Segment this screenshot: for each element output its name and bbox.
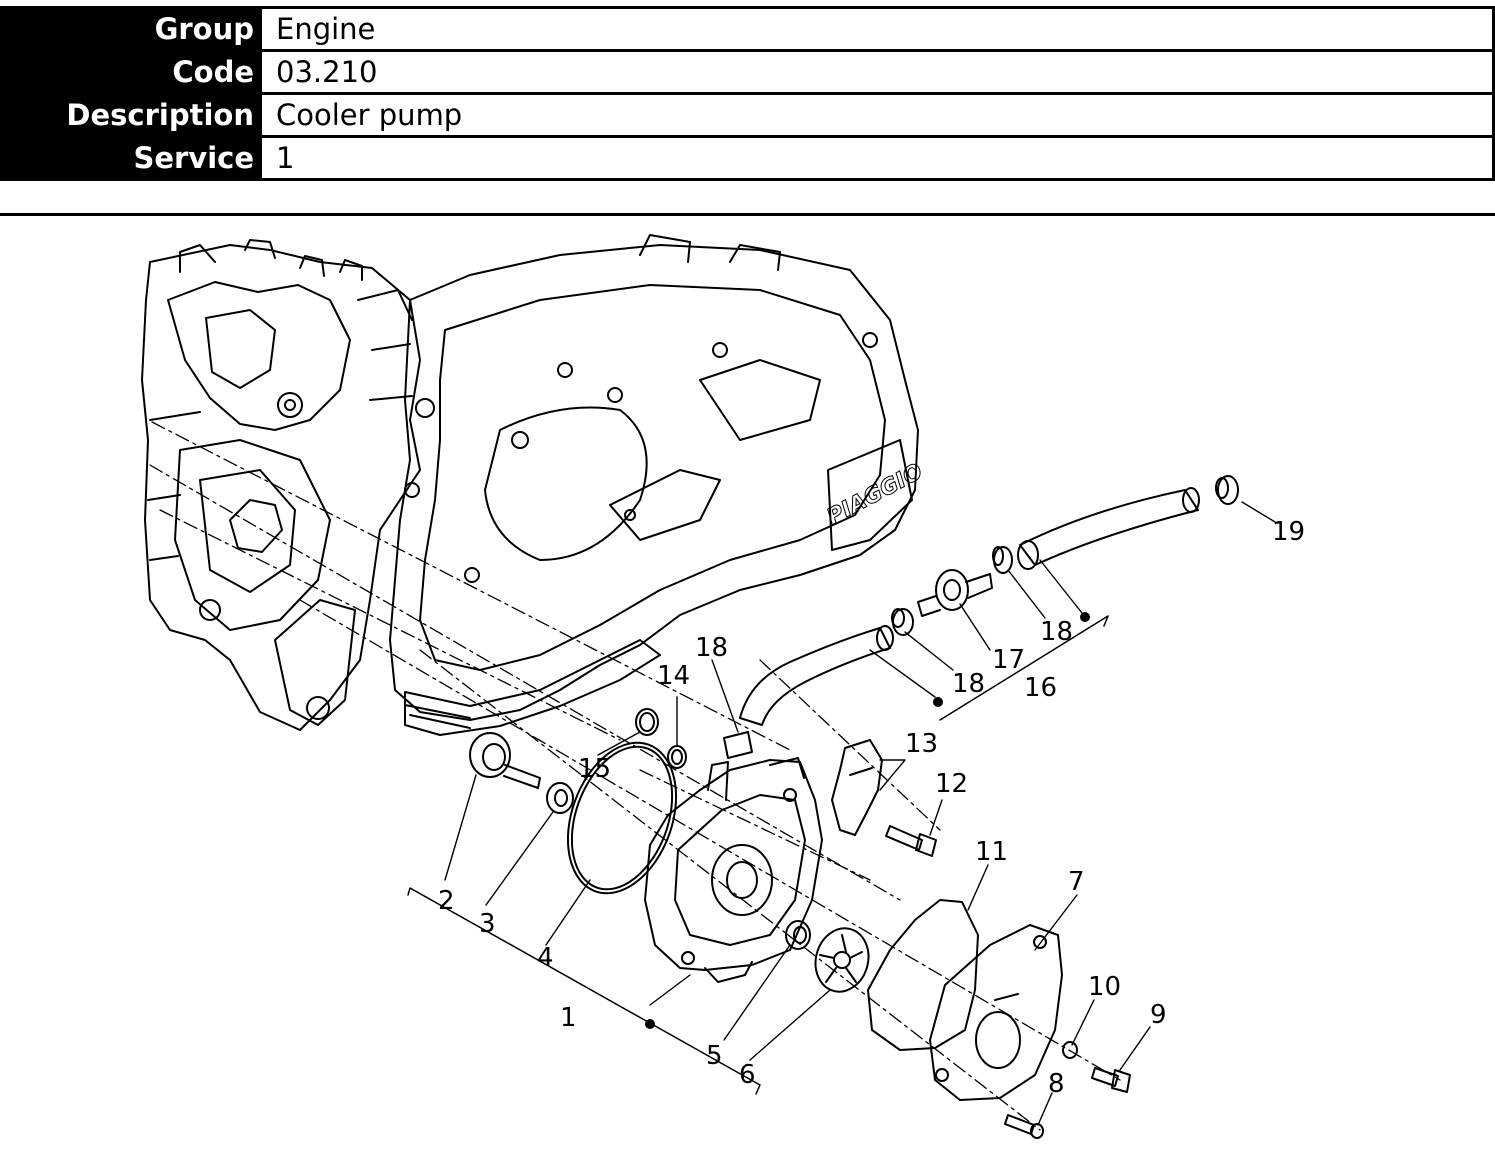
callout-8: 8 bbox=[1048, 1069, 1065, 1099]
header-label: Code bbox=[0, 50, 262, 94]
header-label: Group bbox=[0, 7, 262, 51]
header-value: 1 bbox=[266, 136, 1495, 180]
header-table: Group Engine Code 03.210 Description Coo… bbox=[0, 6, 1495, 181]
callout-15: 15 bbox=[578, 754, 611, 784]
callout-11: 11 bbox=[975, 837, 1008, 867]
header-label: Description bbox=[0, 93, 262, 137]
divider-rule bbox=[0, 213, 1495, 216]
part-16-upper-hose bbox=[1017, 487, 1200, 570]
part-14-washer bbox=[667, 745, 687, 769]
callout-9: 9 bbox=[1150, 1000, 1167, 1030]
part-12-bolt bbox=[885, 825, 937, 857]
callout-17: 17 bbox=[992, 645, 1025, 675]
part-18-clamp-a bbox=[992, 546, 1013, 574]
part-18-clamp-c bbox=[723, 731, 753, 759]
callout-19: 19 bbox=[1272, 517, 1305, 547]
callout-5: 5 bbox=[706, 1041, 723, 1071]
callout-7: 7 bbox=[1068, 867, 1085, 897]
engine-block-drawing bbox=[141, 239, 421, 731]
part-7-pump-cover bbox=[929, 924, 1063, 1101]
header-label: Service bbox=[0, 136, 262, 180]
part-9-bolt bbox=[1091, 1067, 1131, 1093]
part-17-thermostat-valve bbox=[917, 569, 993, 617]
kit-brackets bbox=[407, 615, 1109, 1095]
part-3-bearing bbox=[546, 782, 574, 814]
part-6-impeller bbox=[814, 927, 870, 993]
callout-18: 18 bbox=[952, 669, 985, 699]
callout-6: 6 bbox=[739, 1060, 756, 1090]
callout-2: 2 bbox=[438, 886, 455, 916]
header-row-description: Description Cooler pump bbox=[0, 93, 1495, 137]
part-2-pump-shaft bbox=[469, 732, 541, 789]
header-value: Engine bbox=[266, 7, 1495, 51]
callout-10: 10 bbox=[1088, 972, 1121, 1002]
part-4-large-o-ring bbox=[566, 741, 678, 895]
callout-18: 18 bbox=[1040, 617, 1073, 647]
header-row-code: Code 03.210 bbox=[0, 50, 1495, 94]
callout-16: 16 bbox=[1024, 673, 1057, 703]
header-row-group: Group Engine bbox=[0, 7, 1495, 51]
callout-14: 14 bbox=[657, 661, 690, 691]
callout-numbers: 19 18 17 18 16 18 14 15 13 12 11 7 10 9 … bbox=[438, 517, 1305, 1099]
header-value: 03.210 bbox=[266, 50, 1495, 94]
part-11-gasket bbox=[867, 899, 979, 1051]
kit-member-dots bbox=[645, 612, 1090, 1029]
assembly-axis-lines bbox=[149, 421, 1121, 1131]
pump-housing-drawing bbox=[644, 757, 823, 983]
part-8-screw bbox=[1004, 1114, 1044, 1139]
callout-18: 18 bbox=[695, 633, 728, 663]
header-row-service: Service 1 bbox=[0, 136, 1495, 180]
part-16-lower-hose bbox=[739, 625, 894, 726]
header-value: Cooler pump bbox=[266, 93, 1495, 137]
part-13-sensor-bracket bbox=[831, 739, 883, 836]
part-10-washer bbox=[1062, 1041, 1078, 1059]
callout-3: 3 bbox=[479, 909, 496, 939]
callout-1: 1 bbox=[560, 1003, 577, 1033]
part-19-hose-clamp bbox=[1215, 475, 1239, 505]
transmission-cover-drawing bbox=[389, 234, 919, 736]
part-18-clamp-b bbox=[891, 608, 914, 636]
callout-4: 4 bbox=[537, 943, 554, 973]
callout-leader-lines bbox=[444, 501, 1276, 1126]
callout-12: 12 bbox=[935, 769, 968, 799]
part-15-o-ring bbox=[635, 708, 659, 736]
callout-13: 13 bbox=[905, 729, 938, 759]
part-5-seal bbox=[785, 920, 811, 950]
